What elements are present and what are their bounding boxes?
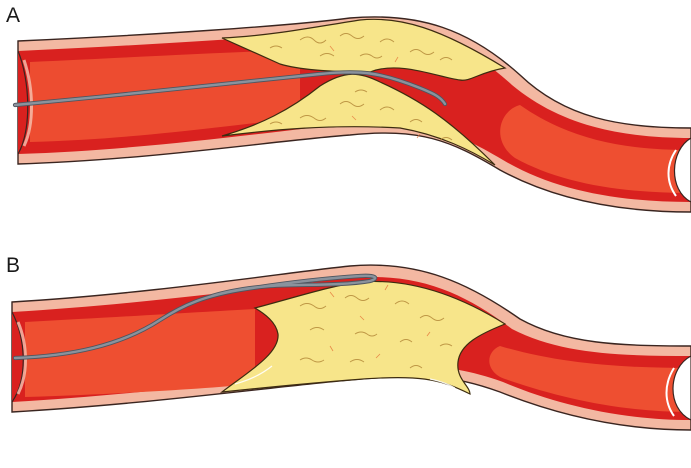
artery-b-illustration — [0, 234, 691, 468]
panel-b: B — [0, 234, 691, 468]
panel-a: A — [0, 0, 691, 234]
artery-a-illustration — [0, 0, 691, 234]
